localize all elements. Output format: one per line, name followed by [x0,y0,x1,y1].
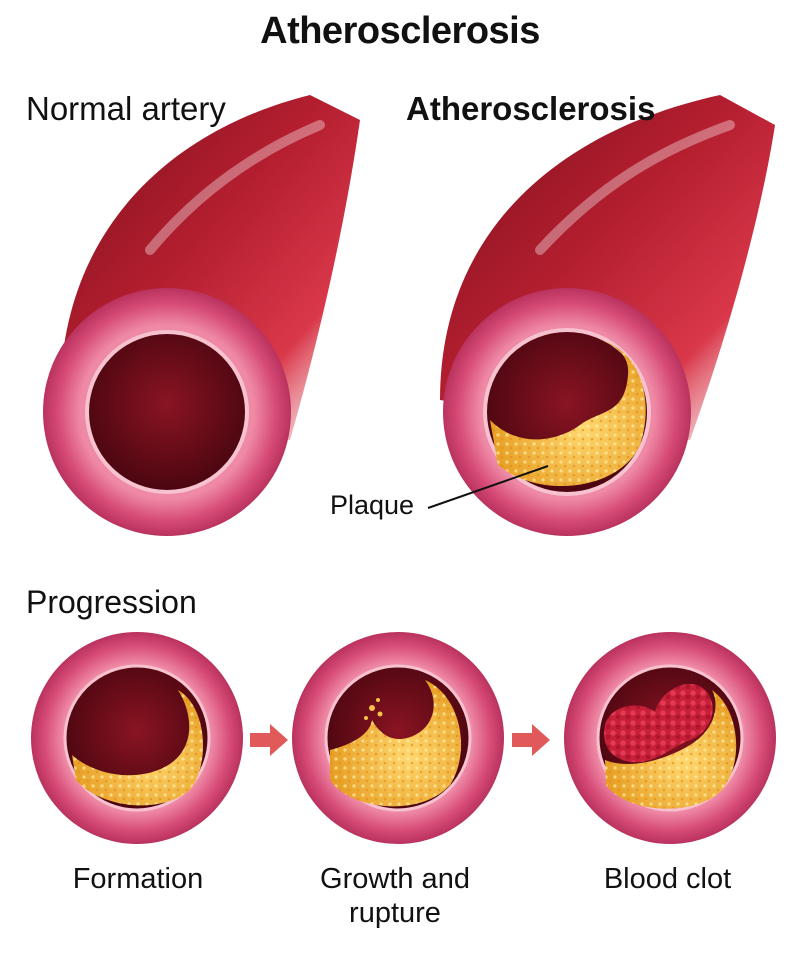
stage-blood-clot [564,632,776,844]
atherosclerosis-label: Atherosclerosis [406,90,655,128]
stage-label-growth-rupture: Growth and rupture [290,862,500,930]
arrow-right-icon [250,724,288,756]
diagram-title: Atherosclerosis [0,10,800,53]
stage-growth-rupture [292,632,504,844]
progression-heading: Progression [26,584,197,621]
stage-label-formation: Formation [38,862,238,896]
stage-label-blood-clot: Blood clot [565,862,770,896]
arrow-right-icon [512,724,550,756]
artery-lumen [87,332,247,492]
plaque-callout-label: Plaque [330,490,414,521]
diseased-artery [428,95,775,536]
stage-formation [31,632,243,844]
normal-artery-label: Normal artery [26,90,226,128]
normal-artery [43,95,360,536]
